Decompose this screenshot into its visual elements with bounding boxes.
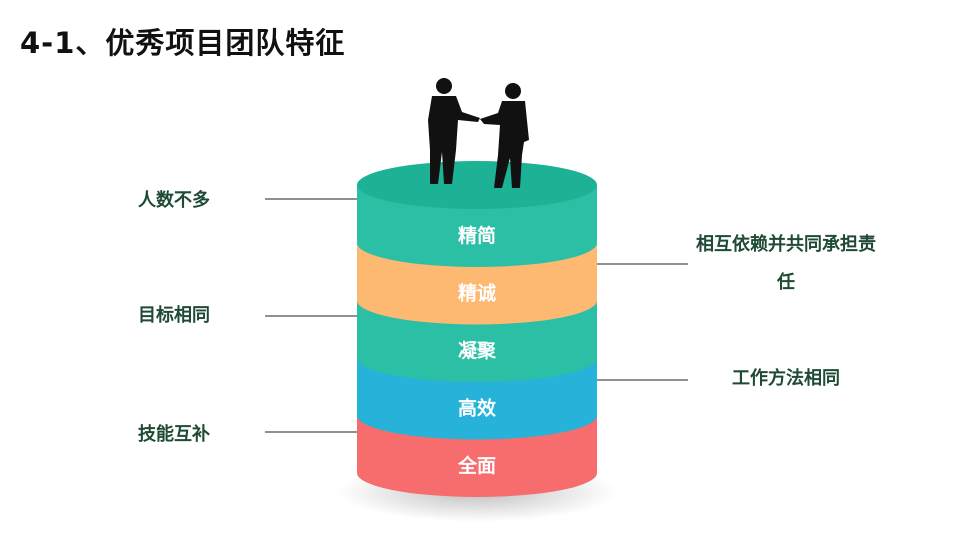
right-label-same-methods: 工作方法相同	[732, 368, 840, 389]
layer-top	[357, 161, 597, 209]
layer-label: 高效	[458, 397, 496, 420]
left-label-complementary-skills: 技能互补	[138, 424, 210, 445]
left-label-small-size: 人数不多	[138, 190, 210, 211]
layer-label: 全面	[457, 454, 496, 477]
layer-label: 精诚	[458, 282, 496, 305]
left-label-common-goal: 目标相同	[138, 305, 210, 326]
slide-title: 4-1、优秀项目团队特征	[20, 26, 346, 60]
layer-label: 精简	[458, 224, 496, 247]
right-label-mutual-responsibility: 相互依赖并共同承担责任	[696, 234, 876, 293]
stack-layer	[357, 161, 597, 267]
layer-label: 凝聚	[458, 339, 497, 362]
handshake-silhouette-icon	[428, 78, 529, 188]
connector-lines	[265, 198, 688, 433]
